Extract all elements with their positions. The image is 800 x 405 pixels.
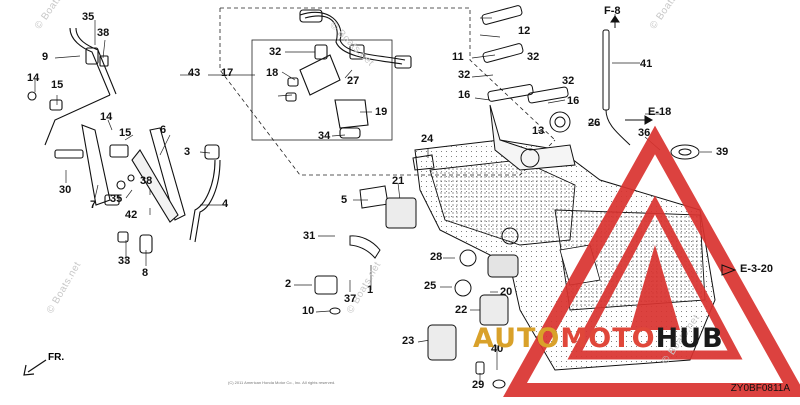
callout-number: 21	[392, 175, 405, 187]
callout-number: 30	[59, 184, 72, 196]
copyright-text: (C) 2011 American Honda Motor Co., Inc. …	[228, 379, 336, 385]
wire-harness	[285, 9, 412, 139]
part-code: ZY0BF0811A	[730, 383, 790, 394]
callout-number: 14	[27, 72, 40, 84]
callout-number: 32	[269, 46, 282, 58]
callout-number: 20	[500, 286, 513, 298]
brand-auto: AUTO	[473, 322, 561, 354]
callout-number: 8	[142, 267, 149, 279]
section-arrows	[610, 15, 737, 276]
callout-number: 18	[266, 67, 279, 79]
callout-number: 38	[140, 175, 153, 187]
callout-number: 5	[341, 194, 348, 206]
small-components	[314, 5, 700, 389]
callout-number: 7	[90, 199, 97, 211]
callout-number: 40	[491, 343, 504, 355]
sub-assembly-outline	[251, 39, 393, 141]
callout-number: 3	[184, 146, 191, 158]
section-ref-f8: F-8	[604, 5, 621, 17]
callout-number: 33	[118, 255, 131, 267]
callout-number: 41	[640, 58, 653, 70]
callout-number: 25	[424, 280, 437, 292]
callout-number: 23	[402, 335, 415, 347]
brand-logo-triangle	[503, 125, 800, 397]
callout-number: 13	[532, 125, 545, 137]
callout-number: 15	[119, 127, 132, 139]
callout-number: 11	[452, 51, 464, 63]
callout-number: 12	[518, 25, 531, 37]
callout-number: 14	[100, 111, 113, 123]
callout-number: 6	[160, 124, 167, 136]
callout-number: 31	[303, 230, 316, 242]
callout-number: 34	[318, 130, 331, 142]
brand-logo: AUTO MOTO HUB	[473, 321, 724, 355]
callout-number: 29	[472, 379, 485, 391]
brand-moto: MOTO	[560, 322, 656, 354]
callout-number: 32	[458, 69, 471, 81]
callout-number: 22	[455, 304, 468, 316]
callout-number: 32	[527, 51, 540, 63]
brand-hub: HUB	[655, 322, 724, 354]
callout-number: 36	[638, 127, 651, 139]
callout-number: 19	[375, 106, 388, 118]
callout-number: 26	[588, 117, 601, 129]
callout-number: 16	[567, 95, 580, 107]
front-direction-arrow	[23, 359, 47, 376]
callout-number: 43	[188, 67, 201, 79]
callout-number: 9	[42, 51, 49, 63]
callout-number: 38	[97, 27, 110, 39]
callout-number: 15	[51, 79, 64, 91]
callout-number: 35	[110, 193, 123, 205]
callout-number: 42	[125, 209, 138, 221]
callout-number: 10	[302, 305, 315, 317]
callout-number: 17	[221, 67, 234, 79]
callout-number: 4	[222, 198, 229, 210]
callout-number: 39	[716, 146, 729, 158]
throttle-linkage	[27, 27, 221, 254]
front-label: FR.	[48, 352, 65, 363]
section-ref-e18: E-18	[648, 106, 672, 118]
callout-number: 32	[562, 75, 575, 87]
callout-number: 16	[458, 89, 471, 101]
callout-number: 24	[421, 133, 434, 145]
callout-number: 1	[367, 284, 374, 296]
callout-number: 37	[344, 293, 357, 305]
section-ref-e3-20: E-3-20	[740, 263, 774, 275]
callout-number: 35	[82, 11, 95, 23]
callout-number: 27	[347, 75, 360, 87]
callout-number: 28	[430, 251, 443, 263]
callout-number: 2	[285, 278, 292, 290]
